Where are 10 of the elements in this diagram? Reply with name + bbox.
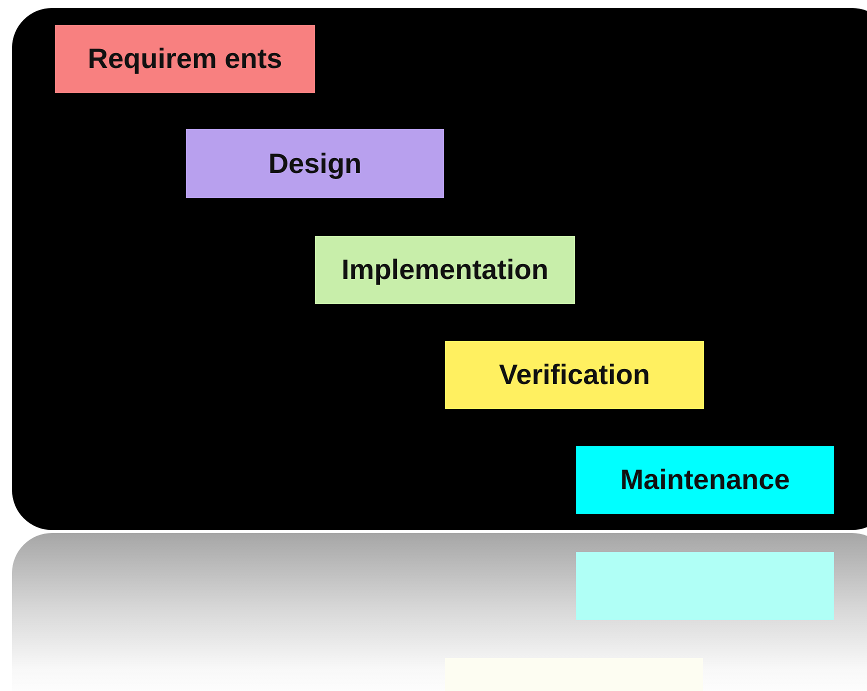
phase-box (315, 236, 575, 304)
phase-label: Maintenance (620, 464, 790, 496)
phase-box (576, 446, 834, 514)
phase-box (186, 129, 444, 198)
phase-label: Requirem ents (88, 43, 282, 75)
phase-label: Design (268, 148, 362, 180)
phase-box (445, 341, 704, 409)
phase-label: Implementation (342, 254, 548, 286)
phase-label: Verification (499, 359, 650, 391)
phase-box (55, 25, 315, 93)
